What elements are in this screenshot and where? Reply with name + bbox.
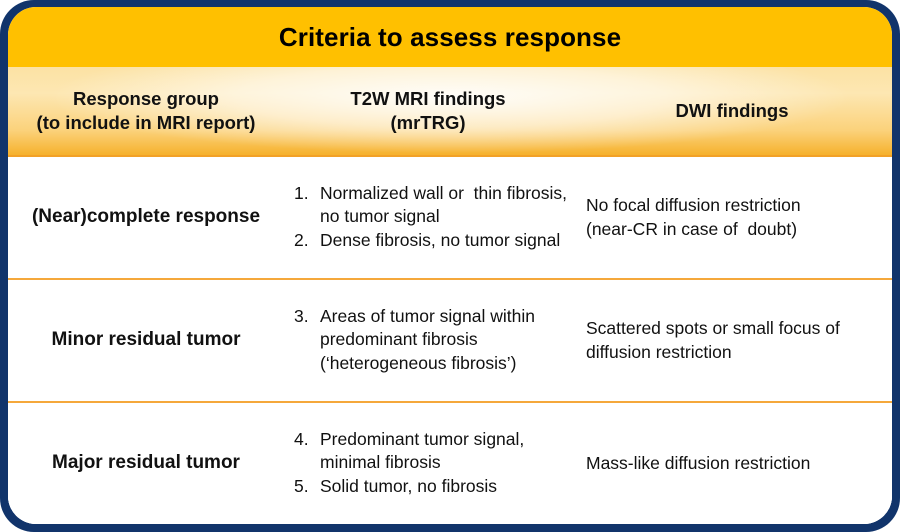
list-item-number: 4. [294,428,309,449]
column-header-t2w-mri: T2W MRI findings (mrTRG) [284,67,572,155]
column-header-row: Response group (to include in MRI report… [8,67,892,157]
column-header-dwi: DWI findings [572,67,892,155]
cell-t2w-mri: 3. Areas of tumor signal within predomin… [284,280,572,401]
cell-response-group: Major residual tumor [8,403,284,524]
list-item: 1. Normalized wall or thin fibrosis, no … [294,182,568,229]
column-header-t2w-mri-line2: (mrTRG) [390,112,466,133]
mrtrg-list: 4. Predominant tumor signal, minimal fib… [294,428,524,500]
response-group-label: Major residual tumor [52,452,240,474]
list-item-text: Predominant tumor signal, minimal fibros… [320,428,525,472]
cell-dwi: Scattered spots or small focus of diffus… [572,280,892,401]
list-item: 5. Solid tumor, no fibrosis [294,475,524,498]
cell-t2w-mri: 4. Predominant tumor signal, minimal fib… [284,403,572,524]
list-item-number: 1. [294,182,309,203]
cell-t2w-mri: 1. Normalized wall or thin fibrosis, no … [284,157,572,278]
list-item: 2. Dense fibrosis, no tumor signal [294,229,568,252]
dwi-findings-text: Scattered spots or small focus of diffus… [586,318,840,362]
list-item-text: Areas of tumor signal within predominant… [320,306,535,373]
mrtrg-list: 1. Normalized wall or thin fibrosis, no … [294,182,568,254]
list-item-number: 5. [294,476,309,497]
table-row: Minor residual tumor 3. Areas of tumor s… [8,280,892,403]
list-item: 4. Predominant tumor signal, minimal fib… [294,428,524,475]
table-body: (Near)complete response 1. Normalized wa… [8,157,892,524]
cell-dwi: No focal diffusion restriction (near-CR … [572,157,892,278]
table-inner: Criteria to assess response Response gro… [8,7,892,524]
column-header-dwi-line1: DWI findings [675,100,789,122]
list-item-number: 2. [294,230,309,251]
cell-response-group: (Near)complete response [8,157,284,278]
mrtrg-list: 3. Areas of tumor signal within predomin… [294,305,568,376]
column-header-response-group: Response group (to include in MRI report… [8,67,284,155]
cell-response-group: Minor residual tumor [8,280,284,401]
column-header-response-group-line1: Response group [73,88,219,110]
table-row: Major residual tumor 4. Predominant tumo… [8,403,892,524]
page-title: Criteria to assess response [278,22,622,52]
list-item: 3. Areas of tumor signal within predomin… [294,305,568,375]
table-row: (Near)complete response 1. Normalized wa… [8,157,892,280]
column-header-response-group-line2: (to include in MRI report) [36,112,256,133]
table-title-bar: Criteria to assess response [8,7,892,67]
list-item-text: Dense fibrosis, no tumor signal [320,230,561,251]
response-group-label: Minor residual tumor [51,329,241,351]
list-item-number: 3. [294,306,309,327]
dwi-findings-text: Mass-like diffusion restriction [586,452,811,473]
list-item-text: Normalized wall or thin fibrosis, no tum… [320,182,572,226]
list-item-text: Solid tumor, no fibrosis [320,476,498,497]
column-header-t2w-mri-line1: T2W MRI findings [350,88,506,110]
response-group-label: (Near)complete response [31,206,261,228]
dwi-findings-text: No focal diffusion restriction (near-CR … [586,195,801,239]
cell-dwi: Mass-like diffusion restriction [572,403,892,524]
